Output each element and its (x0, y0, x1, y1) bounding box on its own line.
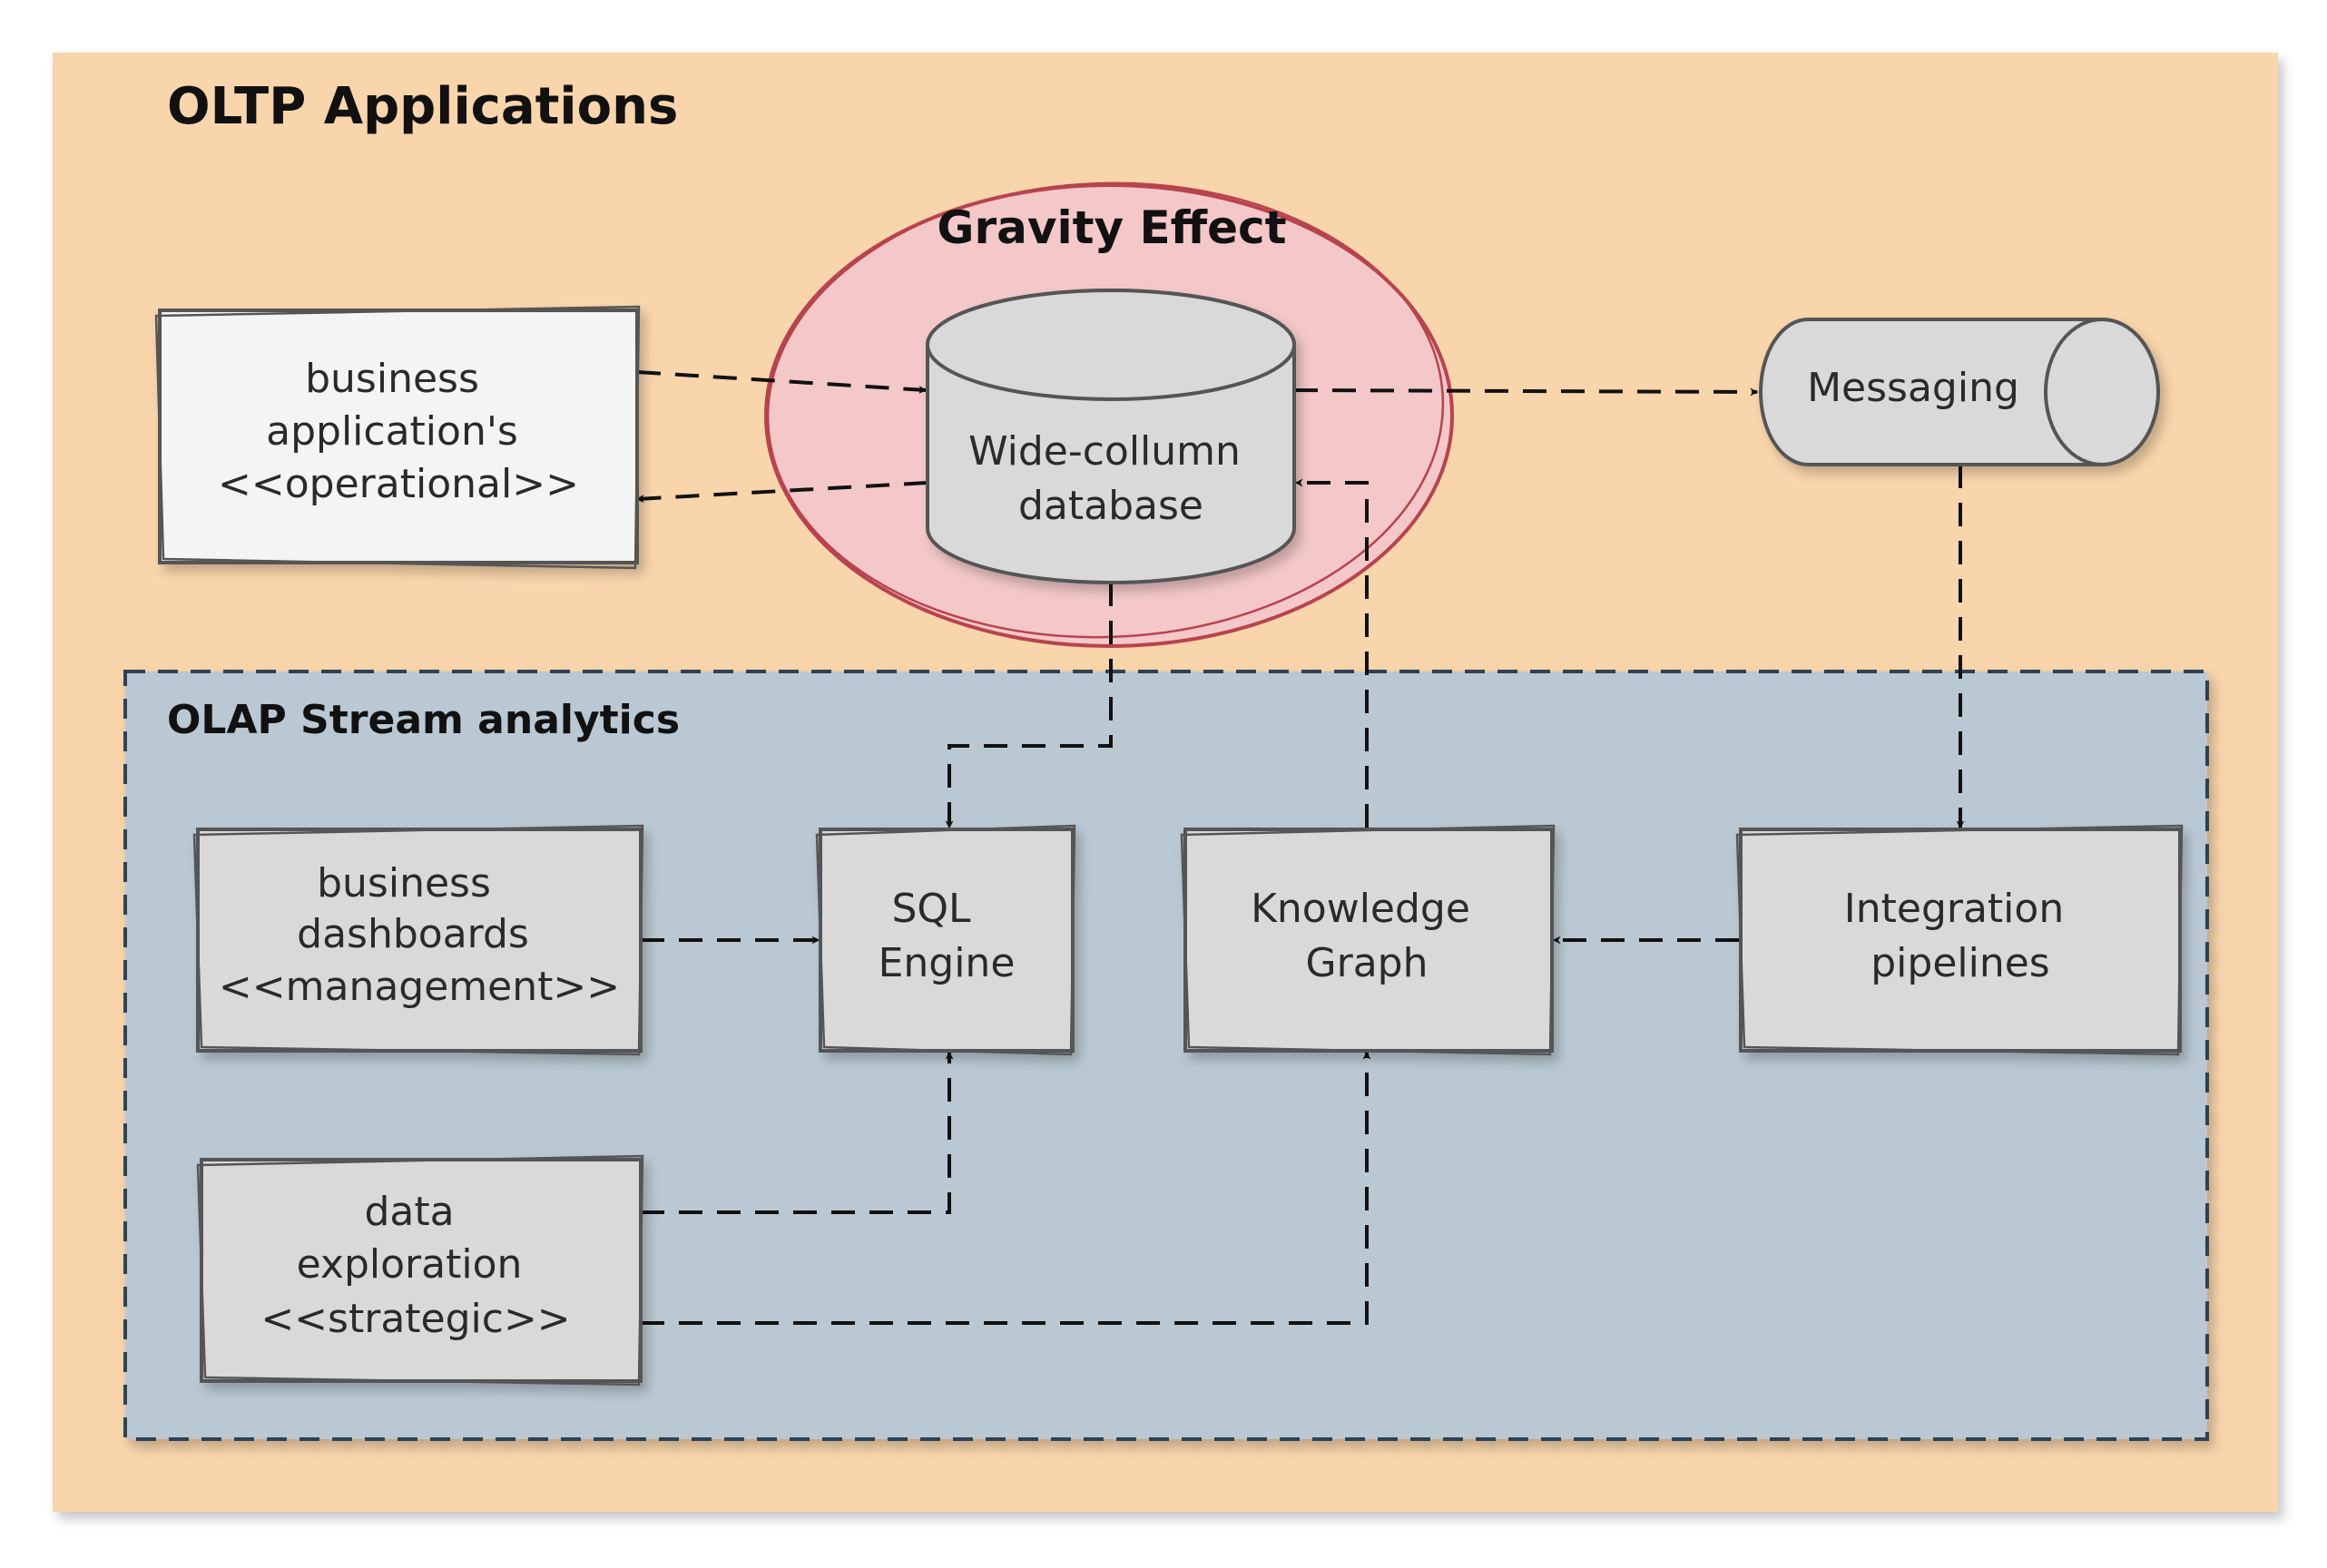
knowledge-graph-label-line: Graph (1306, 940, 1429, 986)
data-exploration-label-line: data (364, 1189, 454, 1235)
edge-data-exploration-to-sql-engine (641, 1051, 954, 1214)
edge-data-exploration-to-knowledge-graph (641, 1051, 1371, 1325)
integration-pipelines-label-line: Integration (1844, 886, 2064, 932)
database-label: Wide-collumn database (968, 428, 1253, 529)
node-knowledge-graph[interactable]: Knowledge Graph (1180, 824, 1556, 1056)
business-dashboards-label-line: business (317, 860, 491, 906)
node-sql-engine[interactable]: SQL Engine (815, 824, 1076, 1056)
node-business-application[interactable]: business application's <<operational>> (154, 305, 641, 570)
edges (635, 370, 1965, 1325)
node-wide-column-database[interactable]: Wide-collumn database (926, 289, 1296, 584)
gravity-effect-sketch-stroke (766, 181, 1445, 639)
node-business-dashboards[interactable]: business dashboards <<management>> (192, 824, 644, 1056)
database-label-line: database (1018, 483, 1203, 529)
sql-engine-sketch-stroke (815, 824, 1076, 1056)
business-application-sketch-stroke (154, 305, 641, 570)
database-cylinder-top (926, 289, 1296, 401)
knowledge-graph-label: Knowledge Graph (1251, 886, 1483, 986)
business-application-label-line: <<operational>> (218, 461, 579, 507)
oltp-group-title: OLTP Applications (167, 77, 678, 136)
sql-engine-label-line: SQL (891, 886, 971, 932)
business-dashboards-sketch-stroke (192, 824, 644, 1056)
sql-engine-label: SQL Engine (879, 886, 1016, 986)
integration-pipelines-sketch-stroke (1735, 824, 2184, 1056)
business-application-label-line: business (305, 356, 479, 402)
business-application-label: business application's <<operational>> (218, 356, 579, 507)
knowledge-graph-sketch-stroke (1180, 824, 1556, 1056)
data-exploration-label-line: exploration (297, 1241, 523, 1288)
node-data-exploration[interactable]: data exploration <<strategic>> (196, 1154, 644, 1387)
business-application-label-line: application's (266, 408, 518, 455)
database-label-line: Wide-collumn (968, 428, 1241, 475)
data-exploration-label-line: <<strategic>> (260, 1296, 570, 1342)
gravity-effect-title: Gravity Effect (937, 201, 1286, 254)
business-dashboards-label-line: dashboards (297, 911, 529, 957)
edge-database-to-sql-engine (945, 583, 1113, 829)
edge-business-app-to-database (636, 370, 928, 395)
data-exploration-sketch-stroke (196, 1154, 644, 1387)
business-dashboards-label: business dashboards <<management>> (219, 860, 620, 1010)
node-messaging[interactable]: Messaging (1759, 318, 2160, 466)
sql-engine-label-line: Engine (879, 940, 1016, 986)
messaging-label: Messaging (1807, 365, 2019, 411)
messaging-cylinder-end (2044, 318, 2160, 466)
edge-database-to-messaging (1293, 387, 1759, 397)
olap-group-title: OLAP Stream analytics (167, 697, 680, 743)
knowledge-graph-label-line: Knowledge (1251, 886, 1470, 932)
knowledge-graph-box (1183, 828, 1554, 1053)
edge-knowledge-graph-to-database (1294, 478, 1369, 828)
integration-pipelines-label: Integration pipelines (1844, 886, 2077, 986)
edge-database-to-business-app (635, 481, 928, 504)
business-dashboards-label-line: <<management>> (219, 964, 620, 1010)
data-exploration-label: data exploration <<strategic>> (260, 1189, 570, 1342)
integration-pipelines-box (1739, 828, 2182, 1053)
node-integration-pipelines[interactable]: Integration pipelines (1735, 824, 2184, 1056)
integration-pipelines-label-line: pipelines (1870, 940, 2049, 986)
